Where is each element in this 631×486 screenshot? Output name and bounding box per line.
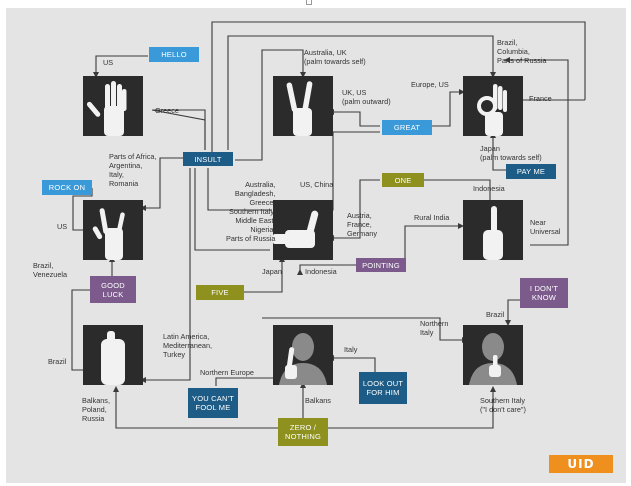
- good-luck-tag: GOOD LUCK: [90, 276, 136, 303]
- horns-card: [83, 200, 143, 260]
- wire-five: [243, 262, 283, 293]
- five-tag: FIVE: [196, 285, 244, 300]
- wire-france: [211, 21, 586, 152]
- wire-great-ok: [432, 91, 463, 127]
- label-austria-france-germany: Austria, France, Germany: [347, 211, 378, 238]
- wire-one-index: [422, 179, 491, 200]
- label-italy: Italy: [344, 345, 358, 354]
- wire-insult-v: [235, 49, 304, 161]
- ok-sign-icon: [477, 84, 507, 136]
- wire-near-universal: [510, 59, 569, 246]
- chin-flick-icon: [469, 333, 517, 385]
- open-hand-icon: [86, 81, 127, 136]
- label-northern-europe: Northern Europe: [200, 368, 254, 377]
- top-marker: [306, 0, 312, 5]
- label-us-china: US, China: [300, 180, 334, 189]
- label-france: France: [529, 94, 552, 103]
- zero-nothing-tag: ZERO / NOTHING: [278, 418, 328, 446]
- wire-great-thumb: [320, 131, 380, 211]
- label-southern-italy: Southern Italy ("I don't care"): [480, 396, 526, 414]
- label-rural-india: Rural India: [414, 213, 450, 222]
- wire-foolme: [215, 377, 276, 386]
- v-sign-icon: [286, 81, 313, 136]
- hello-tag: HELLO: [149, 47, 199, 62]
- wire-goodluck-fist: [71, 289, 90, 371]
- index-finger-card: [463, 200, 523, 260]
- label-balkans: Balkans: [305, 396, 331, 405]
- wire-insult-fist: [146, 168, 191, 381]
- wire-insult-thumb: [207, 168, 272, 211]
- one-tag: ONE: [382, 173, 424, 187]
- open-hand-card: [83, 76, 143, 136]
- wire-zero-chin: [328, 392, 494, 429]
- wire-hello: [95, 55, 148, 72]
- wire-insult-horns: [146, 157, 183, 209]
- wire-rockon: [72, 188, 93, 231]
- label-northern-italy: Northern Italy: [420, 319, 449, 337]
- pointing-tag: POINTING: [356, 258, 406, 272]
- great-tag: GREAT: [382, 120, 432, 135]
- wire-great-v: [334, 111, 380, 127]
- label-brazil-columbia-russia: Brazil, Columbia, Parts of Russia: [497, 38, 547, 65]
- label-japan-self: Japan (palm towards self): [480, 144, 542, 162]
- wire-lookout: [334, 357, 376, 372]
- label-near-universal: Near Universal: [530, 218, 561, 236]
- you-cant-fool-me-tag: YOU CAN'T FOOL ME: [188, 388, 238, 418]
- eyelid-pull-card: [273, 325, 333, 385]
- wire-payme: [492, 138, 506, 171]
- wire-insult-ok: [227, 35, 494, 150]
- wire-insult-greece: [151, 109, 206, 150]
- label-brazil-chin: Brazil: [486, 310, 505, 319]
- label-indonesia-one: Indonesia: [473, 184, 505, 193]
- wire-pointing-index: [404, 225, 462, 265]
- label-australia-uk-self: Australia, UK (palm towards self): [304, 48, 366, 66]
- thumbs-up-icon: [273, 210, 319, 248]
- label-greece: Greece: [155, 106, 179, 115]
- label-europe-us: Europe, US: [411, 80, 449, 89]
- label-indonesia-thumb: Indonesia: [305, 267, 337, 276]
- wire-northern-italy: [262, 317, 462, 341]
- label-brazil-fist: Brazil: [48, 357, 67, 366]
- wire-zero-fist: [115, 392, 278, 429]
- index-finger-icon: [483, 206, 503, 260]
- label-latin-america: Latin America, Mediterranean, Turkey: [163, 332, 213, 359]
- pay-me-tag: PAY ME: [506, 164, 556, 179]
- wire-one-thumb: [334, 179, 380, 239]
- label-us-hello: US: [103, 58, 114, 67]
- v-sign-card: [273, 76, 333, 136]
- rock-on-tag: ROCK ON: [42, 180, 92, 195]
- thumbs-up-card: [273, 200, 333, 260]
- ok-sign-card: [463, 76, 523, 136]
- wire-idontknow: [507, 299, 520, 320]
- horns-icon: [92, 208, 125, 260]
- label-us-rock: US: [57, 222, 68, 231]
- fist-card: [83, 325, 143, 385]
- label-japan: Japan: [262, 267, 282, 276]
- label-africa-argentina: Parts of Africa, Argentina, Italy, Roman…: [109, 152, 157, 188]
- label-australia-list: Australia, Bangladesh, Greece, Southern …: [226, 180, 276, 243]
- fist-icon: [101, 331, 125, 385]
- uid-logo: UID: [549, 455, 613, 473]
- look-out-for-him-tag: LOOK OUT FOR HIM: [359, 372, 407, 404]
- label-uk-us-outward: UK, US (palm outward): [342, 88, 391, 106]
- insult-tag: INSULT: [183, 152, 233, 166]
- eyelid-pull-icon: [279, 333, 327, 385]
- i-dont-know-tag: I DON'T KNOW: [520, 278, 568, 308]
- label-brazil-venezuela: Brazil, Venezuela: [33, 261, 68, 279]
- label-balkans-poland-russia: Balkans, Poland, Russia: [82, 396, 110, 423]
- chin-flick-card: [463, 325, 523, 385]
